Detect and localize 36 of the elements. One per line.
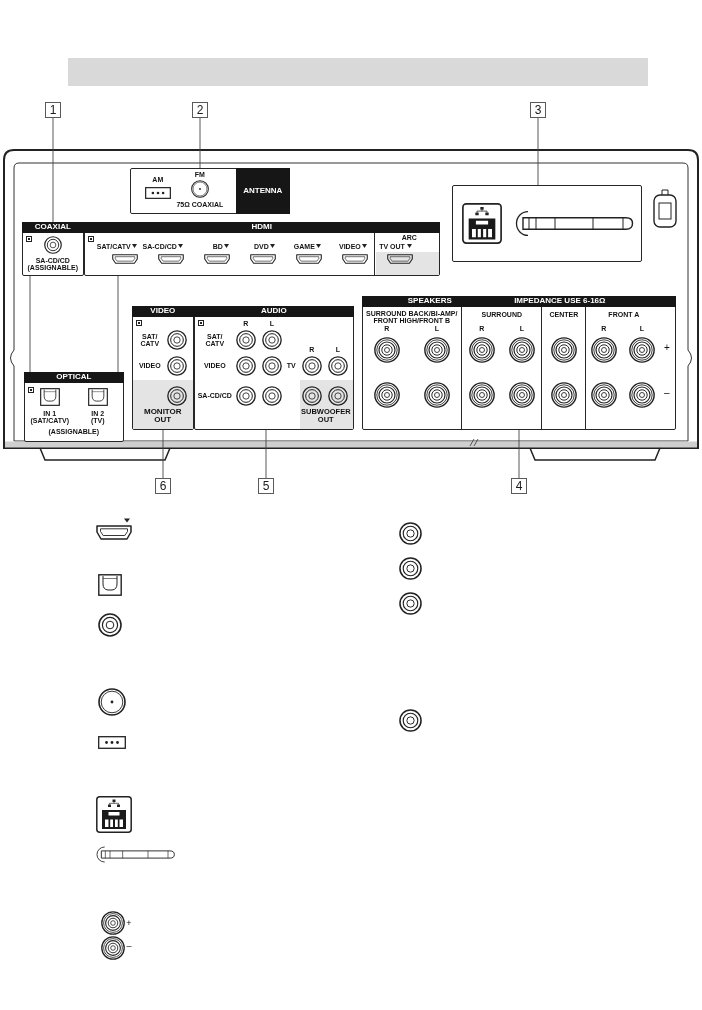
panel-heading: SPEAKERS (407, 297, 452, 306)
callout-number: 6 (155, 478, 171, 494)
antenna-terminal-panel (130, 168, 290, 214)
heading-band (68, 58, 648, 86)
panel-heading: HDMI (251, 223, 272, 232)
connector-line (29, 275, 31, 373)
panel-heading: IMPEDANCE USE 6-16Ω (514, 297, 606, 306)
jack-panel (132, 306, 194, 430)
leader-line (518, 429, 520, 479)
panel-heading: VIDEO (150, 307, 176, 316)
panel-heading: OPTICAL (56, 373, 92, 382)
polarity-sign: + (663, 342, 670, 353)
jack-panel (24, 372, 124, 442)
jack-panel (22, 222, 84, 276)
callout-number: 4 (511, 478, 527, 494)
panel-heading: AUDIO (260, 307, 287, 316)
polarity-sign: – (126, 942, 132, 951)
jack-panel (194, 306, 354, 430)
polarity-sign: + (126, 919, 132, 928)
panel-heading: COAXIAL (34, 223, 71, 232)
callout-number: 2 (192, 102, 208, 118)
jack-panel (84, 222, 440, 276)
leader-line (265, 429, 267, 479)
connector-line (117, 275, 119, 373)
callout-number: 1 (45, 102, 61, 118)
leader-line (199, 117, 201, 169)
leader-line (162, 429, 164, 479)
leader-line (537, 117, 539, 186)
callout-number: 5 (258, 478, 274, 494)
callout-number: 3 (530, 102, 546, 118)
jack-panel (362, 296, 676, 430)
leader-line (52, 117, 54, 223)
panel-heading: ANTENNA (243, 186, 283, 195)
output-label: MONITOR OUT (143, 407, 182, 424)
network-panel (452, 185, 642, 262)
polarity-sign: – (664, 387, 670, 398)
